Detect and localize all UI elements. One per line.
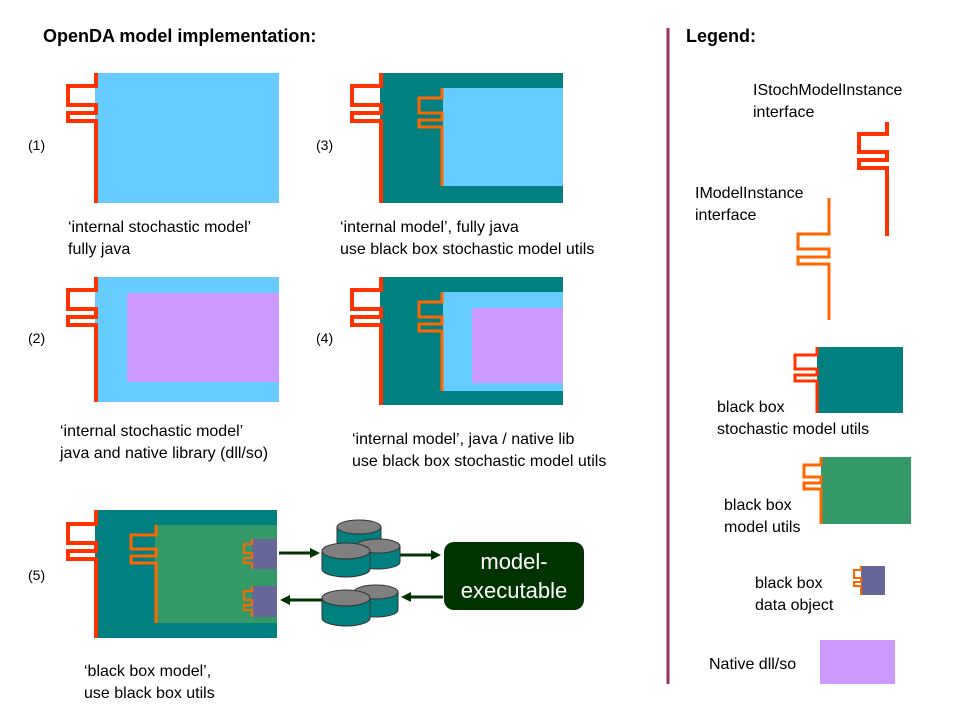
model-executable-line1: model- [480,549,547,574]
legend-model-interface-label-line2: interface [695,207,756,224]
case-3-stoch-interface [350,73,383,203]
case-4-stoch-interface [350,277,383,405]
legend-bb-model-utils-swatch [821,457,911,524]
legend-stoch-interface-label-line2: interface [753,104,814,121]
case-4-caption-line1: ‘internal model’, java / native lib [352,431,574,448]
case-5-data-object-in [252,586,277,617]
case-3-number: (3) [316,137,333,153]
case-5-diagram: model- executable [66,510,584,638]
legend-native-label: Native dll/so [709,656,796,673]
legend-bb-stoch-utils-label-line1: black box [717,399,785,416]
case-2-diagram [66,277,279,402]
legend-stoch-interface-label-line1: IStochModelInstance [753,82,903,99]
legend-bb-stoch-utils-swatch [817,347,903,413]
legend-title: Legend: [686,26,756,46]
case-2-caption-line1: ‘internal stochastic model’ [60,423,243,440]
legend-bb-model-utils-interface [802,457,823,524]
legend-model-interface-label-line1: IModelInstance [695,185,804,202]
model-executable-line2: executable [461,578,567,603]
legend-bb-data-object-label-line1: black box [755,575,823,592]
case-1-stochastic-model-box [95,73,279,203]
case-4-model-interface [417,292,444,391]
case-5-data-object-in-interface [243,586,253,617]
arrow-to-files-head [310,548,320,558]
arrow-from-files-head [280,595,290,605]
case-1-diagram [66,73,279,203]
case-1-caption-line2: fully java [68,241,130,258]
case-5-caption-line1: ‘black box model’, [84,663,211,680]
legend-bb-stoch-utils-interface [793,347,819,413]
case-3-caption-line2: use black box stochastic model utils [340,241,594,258]
case-1-number: (1) [28,137,45,153]
case-3-diagram [350,73,563,203]
case-2-caption-line2: java and native library (dll/so) [59,445,268,462]
input-files-icon [321,519,401,578]
legend-native-swatch [820,640,895,684]
legend-stoch-interface-icon [857,122,889,236]
case-2-number: (2) [28,330,45,346]
case-1-caption-line1: ‘internal stochastic model’ [68,219,251,236]
legend-bb-model-utils-label-line2: model utils [724,519,800,536]
legend-bb-data-object-interface [853,566,862,595]
case-3-model-interface [417,88,444,186]
legend-bb-data-object-label-line2: data object [755,597,834,614]
case-4-caption-line2: use black box stochastic model utils [352,453,606,470]
legend-bb-stoch-utils-label-line2: stochastic model utils [717,421,869,438]
case-2-native-library [127,293,279,382]
model-executable-box [444,542,584,610]
page-title: OpenDA model implementation: [43,26,316,46]
case-5-caption-line2: use black box utils [84,685,215,702]
arrow-from-executable-head [401,592,411,602]
case-4-diagram [350,277,563,405]
case-3-caption-line1: ‘internal model’, fully java [340,219,519,236]
case-1-stoch-interface [66,73,98,203]
arrow-to-executable-head [431,550,441,560]
case-5-number: (5) [28,567,45,583]
legend-model-interface-icon [796,198,831,320]
case-5-data-object-out-interface [243,539,253,569]
legend-bb-data-object-swatch [861,566,885,595]
case-5-data-object-out [252,539,277,569]
case-3-model-box [443,88,563,186]
case-4-number: (4) [316,330,333,346]
case-5-model-interface [129,525,158,623]
case-2-stoch-interface [66,277,98,402]
legend-bb-model-utils-label-line1: black box [724,497,792,514]
output-files-icon [321,584,399,627]
case-4-native-library [472,308,563,383]
case-5-stoch-interface [66,510,98,638]
